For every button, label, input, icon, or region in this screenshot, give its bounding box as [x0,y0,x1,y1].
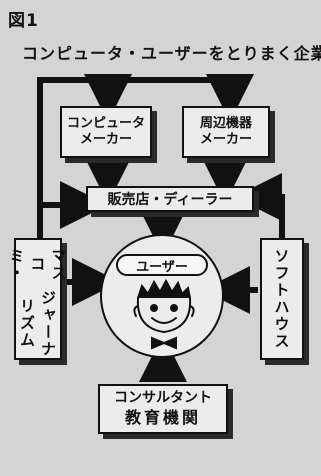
connector-media-to-makers [37,77,233,238]
peripheral-maker-line2: メーカー [199,132,252,147]
computer-maker-line1: コンピュータ [66,115,145,131]
user-banner: ユーザー [116,254,208,276]
figure-title: コンピュータ・ユーザーをとりまく企業 [22,44,321,63]
connector-software-dealer [234,173,285,238]
user-face-icon [133,278,195,350]
user-label: ユーザー [136,259,188,275]
consultant-line1: コンサルタント [114,390,212,407]
computer-maker-line2: メーカー [79,132,132,147]
peripheral-maker-line1: 周辺機器 [199,115,252,131]
consultant-line2: 教育機関 [124,407,201,427]
node-computer-maker: コンピュータ メーカー [60,106,152,158]
node-peripheral-maker: 周辺機器 メーカー [182,106,270,158]
mass-media-line2: ジャーナリズム [18,289,57,358]
software-house-label: ソフトハウス [272,248,291,350]
node-consultant: コンサルタント 教育機関 [98,384,228,434]
node-user: ユーザー [100,234,224,358]
figure-label: 図1 [8,11,39,31]
node-dealer: 販売店・ディーラー [86,186,254,212]
mass-media-line1: マスコミ・ [7,247,68,282]
dealer-label: 販売店・ディーラー [107,192,233,208]
node-software-house: ソフトハウス [260,238,304,360]
node-mass-media: マスコミ・ ジャーナリズム [8,238,68,360]
